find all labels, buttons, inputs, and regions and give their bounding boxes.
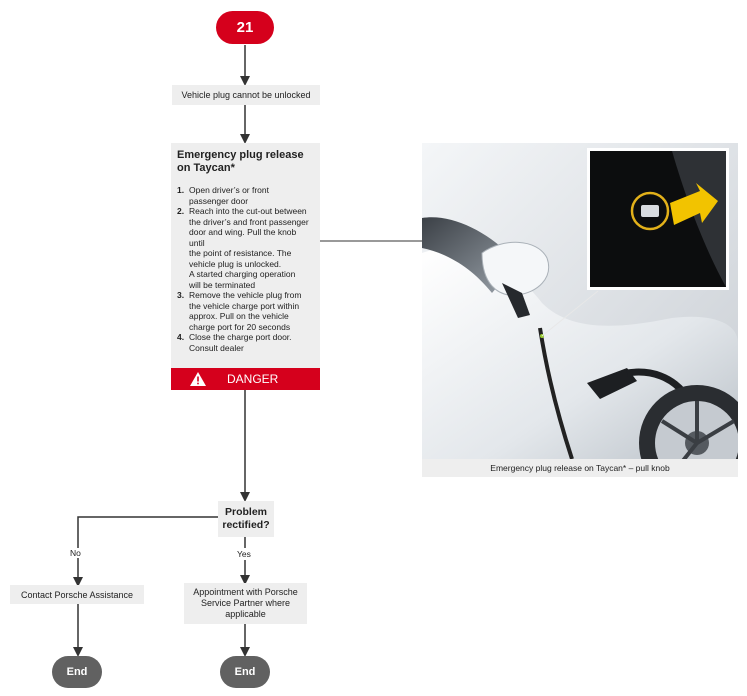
end-node-left: End (52, 656, 102, 688)
step-line: approx. Pull on the vehicle (189, 311, 289, 321)
arrow-icon (670, 183, 718, 225)
step-line: will be terminated (189, 279, 256, 290)
warning-triangle-icon (190, 372, 206, 386)
release-title-line2: on Taycan* (177, 162, 235, 174)
release-step-4: 4. Close the charge port door. Consult d… (177, 332, 314, 353)
release-step-1: 1. Open driver’s or front passenger door (177, 185, 314, 206)
contact-porsche-assistance: Contact Porsche Assistance (10, 585, 144, 604)
emergency-release-box: Emergency plug release on Taycan* 1. Ope… (171, 143, 320, 368)
no-label: No (70, 548, 81, 558)
step-plug-cannot-unlock: Vehicle plug cannot be unlocked (172, 85, 320, 105)
step-line: the point of resistance. The (189, 248, 292, 258)
car-illustration (422, 143, 738, 459)
decision-problem-rectified: Problem rectified? (218, 501, 274, 537)
decision-line2: rectified? (222, 519, 270, 531)
step-line: A started charging operation (189, 269, 296, 279)
step-line: Reach into the cut-out between (189, 206, 307, 216)
car-photo (422, 143, 738, 459)
step-number: 3. (177, 290, 185, 300)
step-line: the vehicle charge port within (189, 300, 300, 311)
release-title: Emergency plug release on Taycan* (177, 149, 314, 175)
danger-banner: DANGER (171, 368, 320, 390)
end-node-right: End (220, 656, 270, 688)
appointment-line1: Appointment with Porsche (193, 587, 298, 597)
step-line: Close the charge port door. (189, 332, 292, 342)
step-line: door and wing. Pull the knob until (189, 227, 297, 248)
decision-line1: Problem (224, 506, 267, 518)
appointment-line2: Service Partner where (200, 598, 291, 608)
step-line: Open driver’s or front (189, 185, 269, 195)
step-line: passenger door (189, 195, 249, 206)
step-line: vehicle plug is unlocked. (189, 258, 282, 269)
line-decision-no (77, 516, 218, 578)
knob-icon (641, 205, 659, 217)
step-line: the driver’s and front passenger (189, 216, 309, 227)
photo-caption: Emergency plug release on Taycan* – pull… (422, 459, 738, 477)
yes-label: Yes (237, 549, 251, 559)
appointment-line3: applicable (225, 609, 266, 619)
release-title-line1: Emergency plug release (177, 149, 304, 161)
release-step-3: 3. Remove the vehicle plug from the vehi… (177, 290, 314, 332)
step-number: 1. (177, 185, 185, 195)
release-step-2: 2. Reach into the cut-out between the dr… (177, 206, 314, 290)
release-steps: 1. Open driver’s or front passenger door… (177, 185, 314, 353)
step-line: charge port for 20 seconds (189, 321, 291, 332)
danger-label: DANGER (227, 372, 279, 386)
appointment-service-partner: Appointment with Porsche Service Partner… (184, 583, 307, 624)
step-number: 2. (177, 206, 185, 216)
step-number: 4. (177, 332, 185, 342)
start-node-21: 21 (216, 11, 274, 44)
step-line: Consult dealer (189, 342, 244, 353)
step-line: Remove the vehicle plug from (189, 290, 302, 300)
